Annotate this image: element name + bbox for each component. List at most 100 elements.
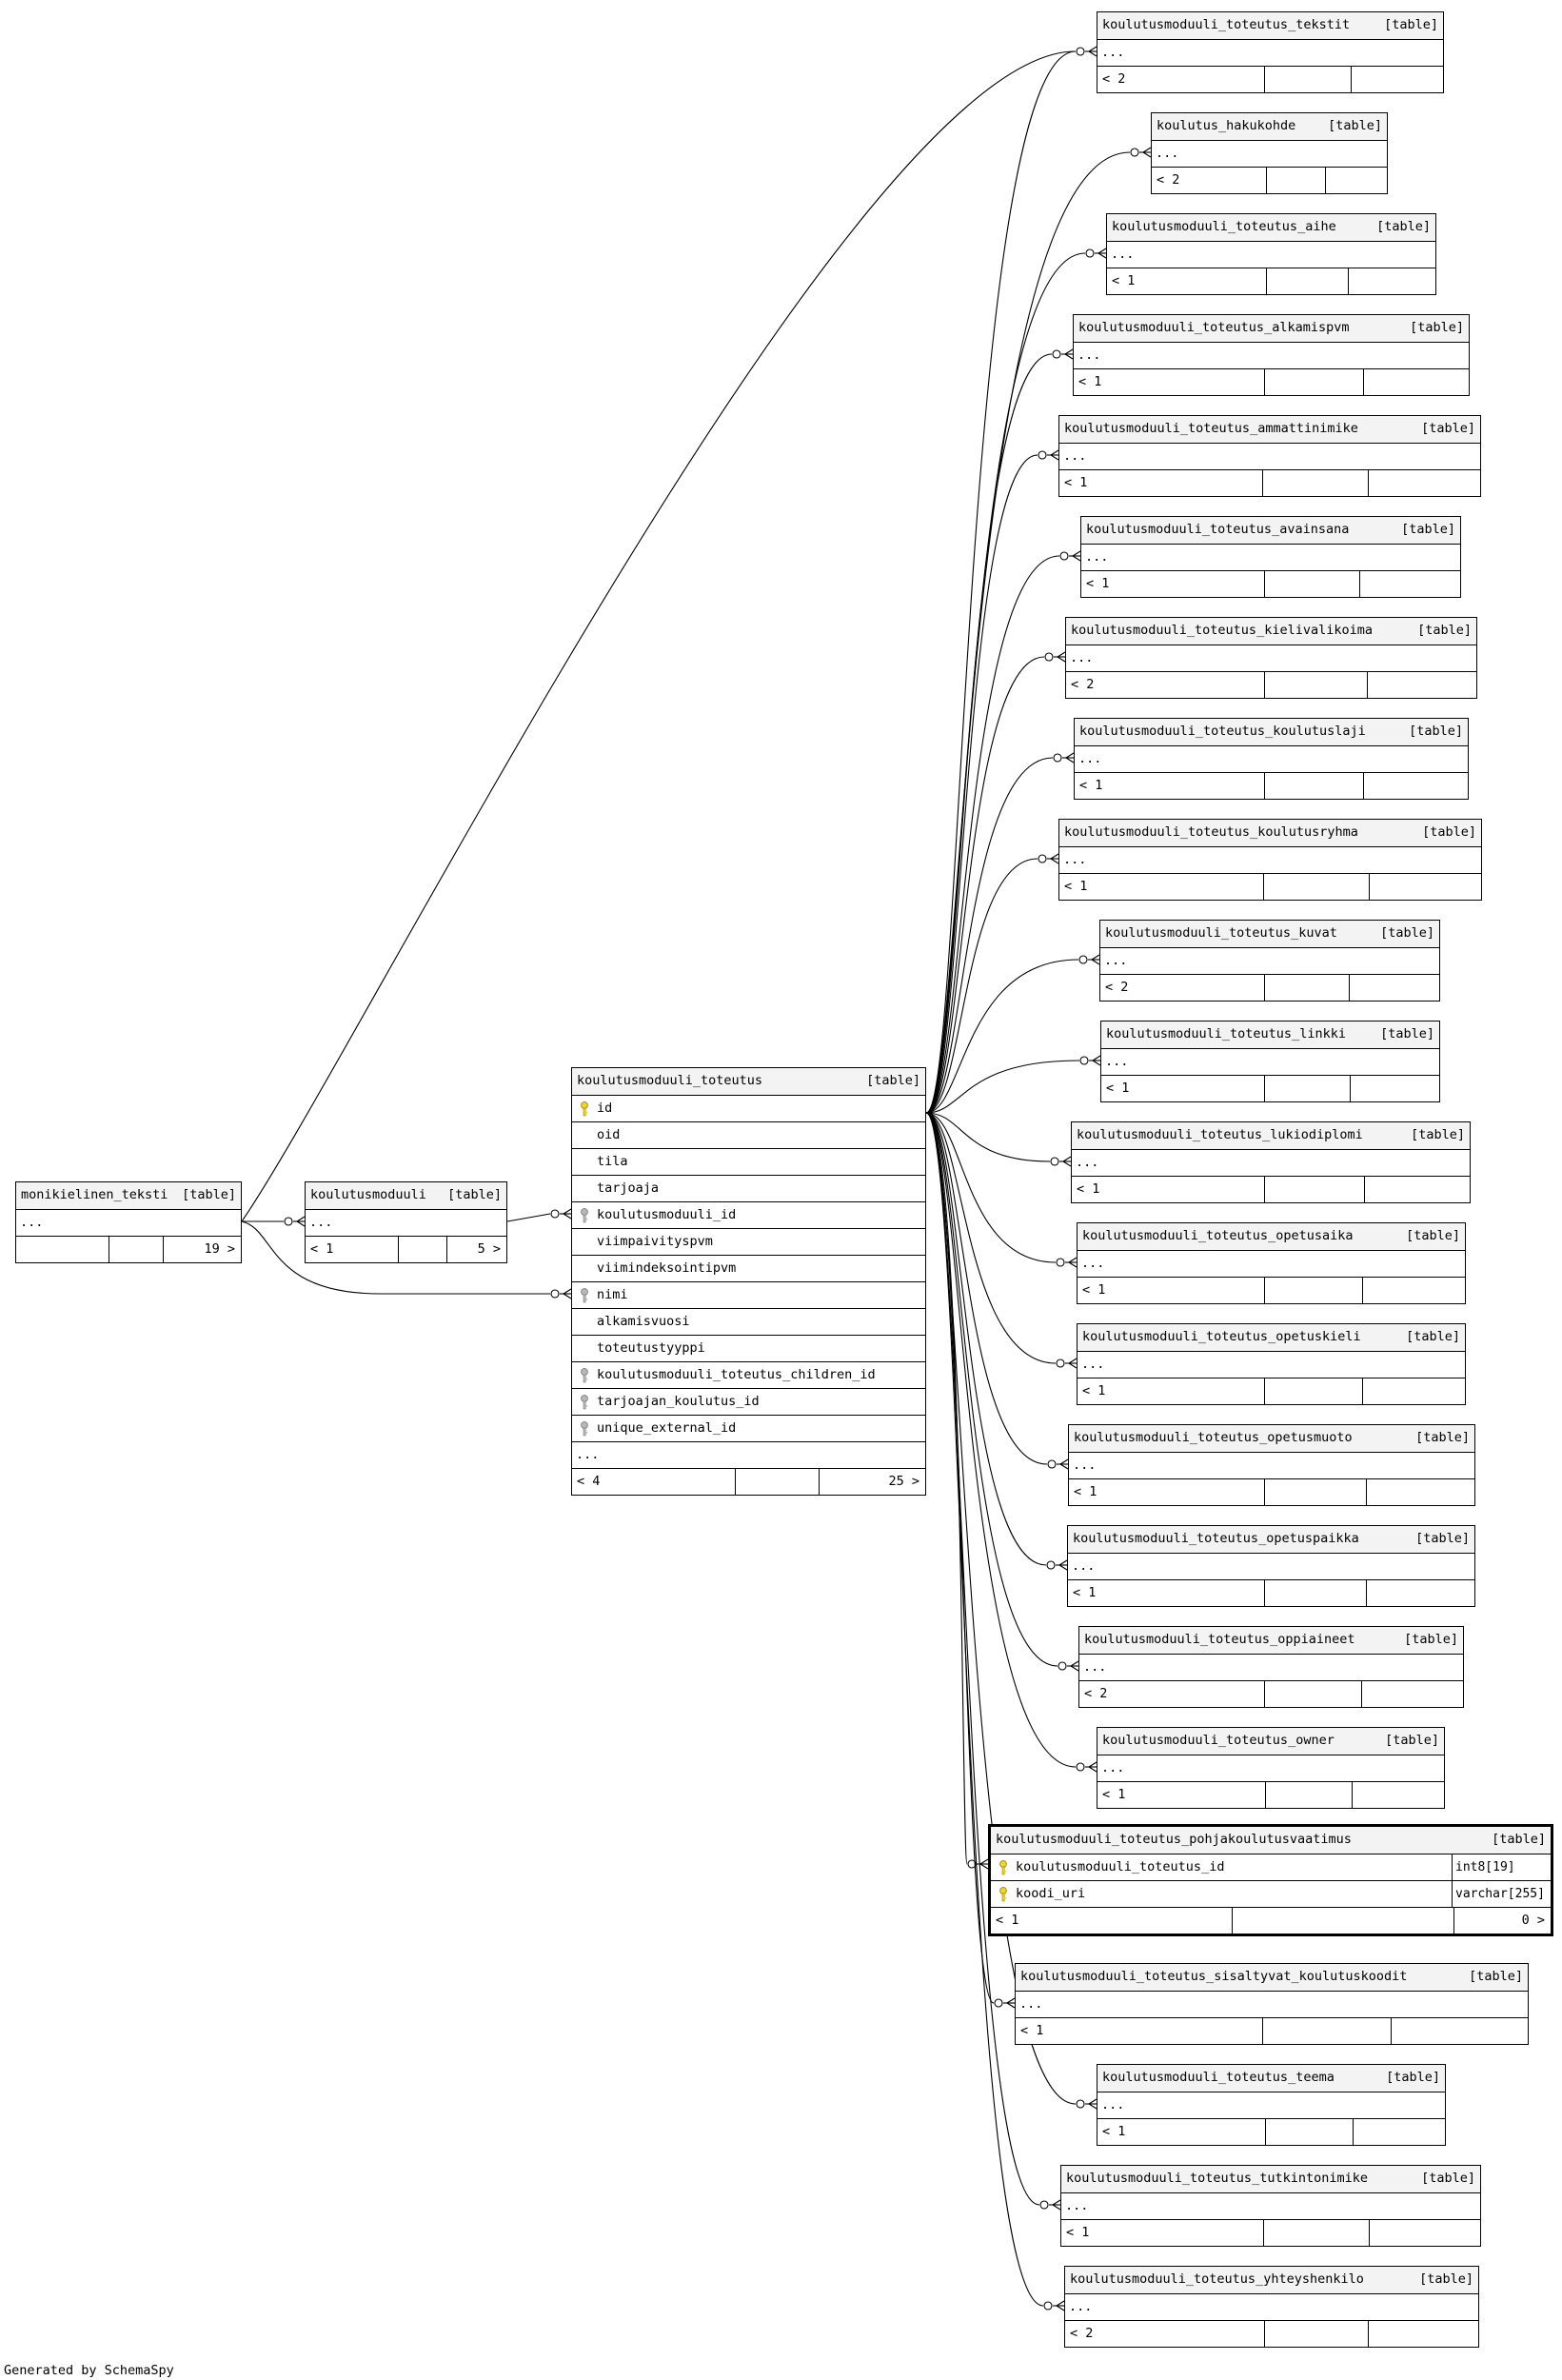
parents-count[interactable]: < 1 xyxy=(996,1913,1019,1928)
parents-count[interactable]: < 1 xyxy=(1082,1383,1106,1398)
table-name[interactable]: koulutusmoduuli_toteutus_lukiodiplomi xyxy=(1077,1127,1363,1142)
column-row[interactable]: viimindeksointipvm xyxy=(572,1255,925,1281)
parents-count[interactable]: < 1 xyxy=(1073,1585,1097,1600)
column-row[interactable]: nimi xyxy=(572,1281,925,1308)
table-name[interactable]: koulutusmoduuli_toteutus_ammattinimike xyxy=(1064,421,1358,436)
column-row[interactable]: id xyxy=(572,1095,925,1121)
table-t-hakukohde[interactable]: koulutus_hakukohde[table]...< 2 xyxy=(1151,112,1388,194)
table-t-lukiodiplomi[interactable]: koulutusmoduuli_toteutus_lukiodiplomi[ta… xyxy=(1071,1121,1471,1203)
more-columns-row[interactable]: ... xyxy=(1079,1654,1463,1680)
parents-count[interactable]: < 1 xyxy=(1064,879,1088,894)
column-row[interactable]: viimpaivityspvm xyxy=(572,1228,925,1255)
more-columns-row[interactable]: ... xyxy=(1069,1452,1474,1478)
table-t-yhteyshenkilo[interactable]: koulutusmoduuli_toteutus_yhteyshenkilo[t… xyxy=(1064,2266,1479,2348)
table-name[interactable]: koulutusmoduuli_toteutus_alkamispvm xyxy=(1078,320,1350,335)
more-columns-row[interactable]: ... xyxy=(1097,2092,1445,2118)
table-t-opetusaika[interactable]: koulutusmoduuli_toteutus_opetusaika[tabl… xyxy=(1077,1222,1466,1304)
parents-count[interactable]: < 2 xyxy=(1084,1686,1108,1701)
table-monikielinen-teksti[interactable]: monikielinen_teksti[table]...19 > xyxy=(15,1181,242,1263)
more-columns-row[interactable]: ... xyxy=(1100,947,1439,974)
table-name[interactable]: koulutusmoduuli_toteutus_aihe xyxy=(1112,219,1336,234)
more-columns-row[interactable]: ... xyxy=(1072,1149,1470,1176)
parents-count[interactable]: < 1 xyxy=(1082,1282,1106,1298)
table-t-kielivalikoima[interactable]: koulutusmoduuli_toteutus_kielivalikoima[… xyxy=(1065,617,1477,699)
table-t-koulutusryhma[interactable]: koulutusmoduuli_toteutus_koulutusryhma[t… xyxy=(1058,819,1482,901)
parents-count[interactable]: < 1 xyxy=(1064,475,1088,490)
column-row[interactable]: tila xyxy=(572,1148,925,1175)
more-columns-row[interactable]: ... xyxy=(1097,39,1443,66)
children-count[interactable]: 19 > xyxy=(204,1241,235,1257)
table-t-avainsana[interactable]: koulutusmoduuli_toteutus_avainsana[table… xyxy=(1080,516,1461,598)
parents-count[interactable]: < 1 xyxy=(310,1241,334,1257)
parents-count[interactable]: < 1 xyxy=(1112,273,1136,288)
table-name[interactable]: koulutusmoduuli_toteutus_opetusaika xyxy=(1082,1228,1354,1243)
parents-count[interactable]: < 1 xyxy=(1079,778,1103,793)
column-row[interactable]: toteutustyyppi xyxy=(572,1335,925,1361)
parents-count[interactable]: < 1 xyxy=(1102,2124,1126,2139)
table-name[interactable]: koulutusmoduuli_toteutus_yhteyshenkilo xyxy=(1070,2271,1364,2287)
table-name[interactable]: koulutusmoduuli_toteutus_opetusmuoto xyxy=(1074,1430,1353,1445)
table-t-aihe[interactable]: koulutusmoduuli_toteutus_aihe[table]...<… xyxy=(1106,213,1436,295)
table-name[interactable]: koulutusmoduuli_toteutus_oppiaineet xyxy=(1084,1632,1355,1647)
column-row[interactable]: koulutusmoduuli_toteutus_children_id xyxy=(572,1361,925,1388)
column-row[interactable]: oid xyxy=(572,1121,925,1148)
more-columns-row[interactable]: ... xyxy=(1152,140,1387,167)
table-name[interactable]: koulutusmoduuli_toteutus_avainsana xyxy=(1086,522,1350,537)
column-row[interactable]: tarjoaja xyxy=(572,1175,925,1201)
children-count[interactable]: 5 > xyxy=(477,1241,501,1257)
more-columns-row[interactable]: ... xyxy=(1078,1250,1465,1277)
more-columns-row[interactable]: ... xyxy=(1078,1351,1465,1378)
table-name[interactable]: koulutusmoduuli_toteutus xyxy=(577,1073,763,1088)
column-row[interactable]: alkamisvuosi xyxy=(572,1308,925,1335)
more-columns-row[interactable]: ... xyxy=(1061,2192,1480,2219)
table-name[interactable]: koulutus_hakukohde xyxy=(1157,118,1296,133)
more-columns-row[interactable]: ... xyxy=(1101,1048,1439,1075)
more-columns-row[interactable]: ... xyxy=(1065,2293,1478,2320)
parents-count[interactable]: < 1 xyxy=(1074,1484,1097,1499)
parents-count[interactable]: < 1 xyxy=(1106,1081,1130,1096)
table-name[interactable]: koulutusmoduuli_toteutus_kielivalikoima xyxy=(1071,623,1373,638)
table-name[interactable]: koulutusmoduuli_toteutus_owner xyxy=(1102,1733,1335,1748)
more-columns-row[interactable]: ... xyxy=(572,1441,925,1468)
children-count[interactable]: 0 > xyxy=(1521,1913,1545,1928)
children-count[interactable]: 25 > xyxy=(888,1474,919,1489)
more-columns-row[interactable]: ... xyxy=(1059,443,1480,469)
table-t-pohjakoulutusvaatimus[interactable]: koulutusmoduuli_toteutus_pohjakoulutusva… xyxy=(988,1824,1553,1936)
table-name[interactable]: monikielinen_teksti xyxy=(21,1187,168,1202)
more-columns-row[interactable]: ... xyxy=(306,1209,506,1236)
table-t-opetusmuoto[interactable]: koulutusmoduuli_toteutus_opetusmuoto[tab… xyxy=(1068,1424,1475,1506)
more-columns-row[interactable]: ... xyxy=(1097,1755,1444,1781)
table-name[interactable]: koulutusmoduuli_toteutus_opetuspaikka xyxy=(1073,1531,1359,1546)
table-t-tekstit[interactable]: koulutusmoduuli_toteutus_tekstit[table].… xyxy=(1097,11,1444,93)
more-columns-row[interactable]: ... xyxy=(1081,544,1460,570)
table-name[interactable]: koulutusmoduuli_toteutus_tekstit xyxy=(1102,17,1351,32)
table-t-owner[interactable]: koulutusmoduuli_toteutus_owner[table]...… xyxy=(1097,1727,1445,1809)
parents-count[interactable]: < 2 xyxy=(1070,2326,1094,2341)
table-t-linkki[interactable]: koulutusmoduuli_toteutus_linkki[table]..… xyxy=(1100,1021,1440,1102)
table-name[interactable]: koulutusmoduuli_toteutus_sisaltyvat_koul… xyxy=(1020,1969,1408,1984)
table-name[interactable]: koulutusmoduuli xyxy=(310,1187,426,1202)
table-t-opetuspaikka[interactable]: koulutusmoduuli_toteutus_opetuspaikka[ta… xyxy=(1067,1525,1475,1607)
table-name[interactable]: koulutusmoduuli_toteutus_pohjakoulutusva… xyxy=(996,1832,1352,1847)
parents-count[interactable]: < 2 xyxy=(1102,71,1126,87)
parents-count[interactable]: < 2 xyxy=(1157,172,1180,188)
more-columns-row[interactable]: ... xyxy=(1075,745,1468,772)
parents-count[interactable]: < 1 xyxy=(1077,1181,1100,1197)
parents-count[interactable]: < 1 xyxy=(1020,2023,1044,2038)
parents-count[interactable]: < 1 xyxy=(1086,576,1110,591)
table-t-kuvat[interactable]: koulutusmoduuli_toteutus_kuvat[table]...… xyxy=(1099,920,1440,1002)
parents-count[interactable]: < 1 xyxy=(1102,1787,1126,1802)
table-t-koulutuslaji[interactable]: koulutusmoduuli_toteutus_koulutuslaji[ta… xyxy=(1074,718,1469,800)
parents-count[interactable]: < 1 xyxy=(1066,2225,1090,2240)
parents-count[interactable]: < 2 xyxy=(1105,980,1129,995)
table-t-ammattinimike[interactable]: koulutusmoduuli_toteutus_ammattinimike[t… xyxy=(1058,415,1481,497)
table-t-oppiaineet[interactable]: koulutusmoduuli_toteutus_oppiaineet[tabl… xyxy=(1078,1626,1464,1708)
more-columns-row[interactable]: ... xyxy=(1107,241,1435,268)
table-name[interactable]: koulutusmoduuli_toteutus_teema xyxy=(1102,2070,1335,2085)
table-t-sisaltyvat[interactable]: koulutusmoduuli_toteutus_sisaltyvat_koul… xyxy=(1015,1963,1529,2045)
table-name[interactable]: koulutusmoduuli_toteutus_tutkintonimike xyxy=(1066,2171,1368,2186)
column-row[interactable]: unique_external_id xyxy=(572,1415,925,1441)
